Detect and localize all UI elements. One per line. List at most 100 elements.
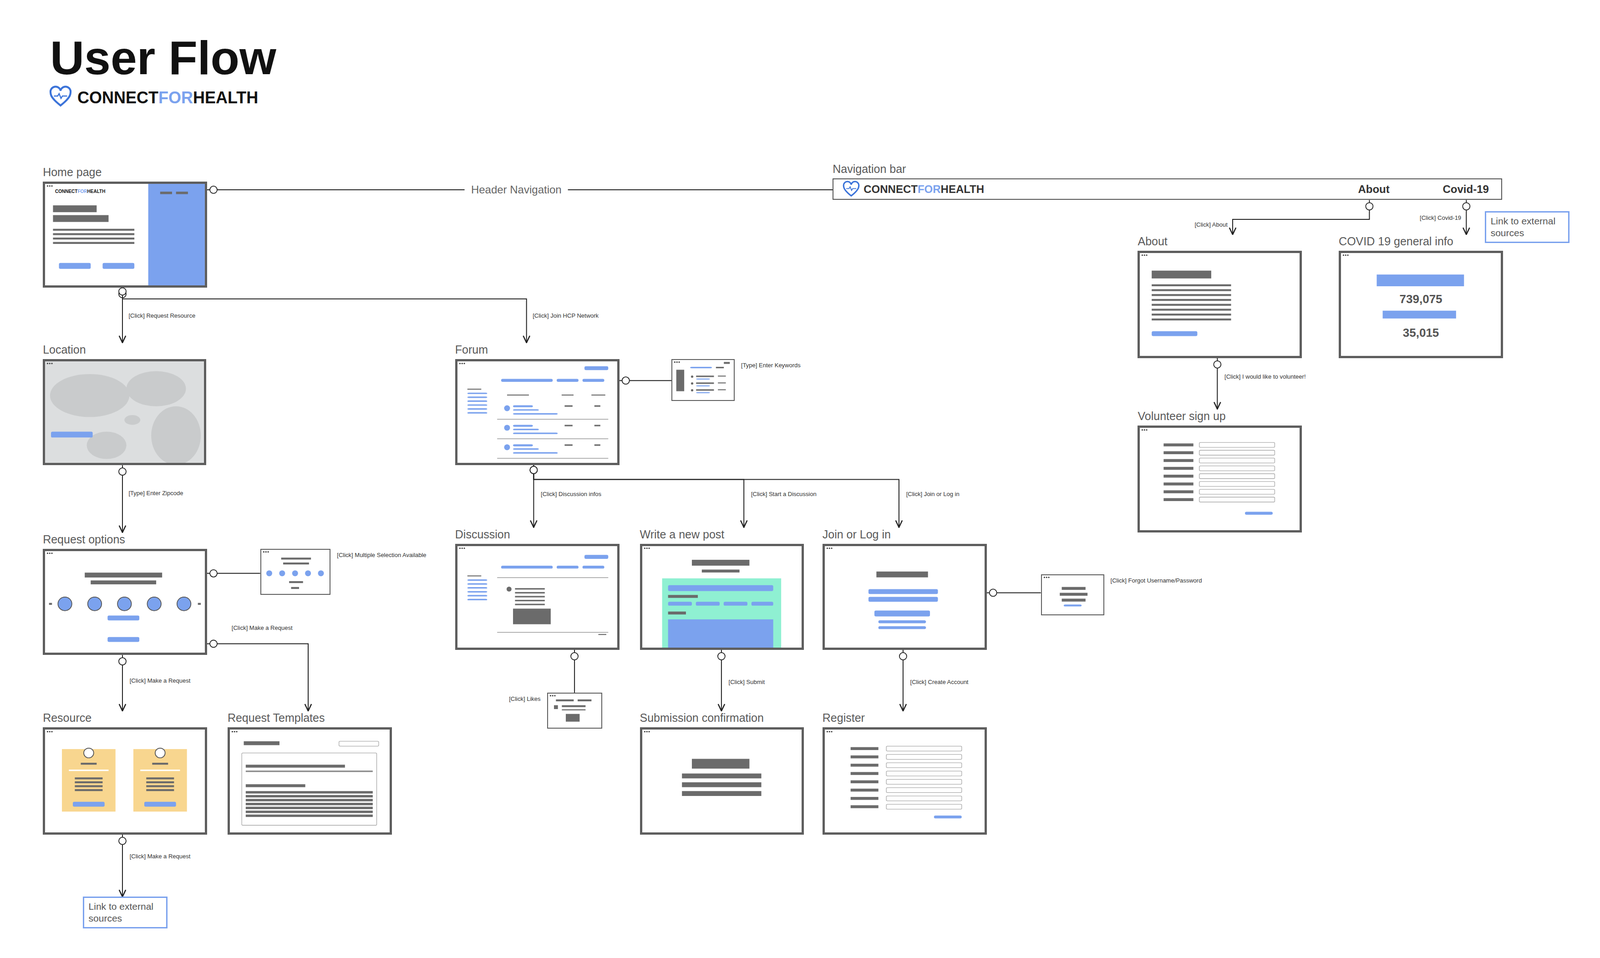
wire-bar	[850, 805, 879, 809]
wire-field	[886, 771, 962, 777]
wire-bar	[582, 379, 605, 382]
wire-bar	[723, 601, 747, 606]
wire-bar	[695, 382, 714, 384]
edge-label: [Click] Create Account	[910, 678, 969, 686]
wire-bar	[513, 448, 539, 450]
screen-title: Submission confirmation	[640, 711, 805, 725]
map-land	[126, 371, 187, 407]
window-dot	[828, 731, 830, 733]
wire-bar	[514, 592, 545, 594]
screen-title: COVID 19 general info	[1338, 234, 1504, 249]
flow-start-dot	[118, 837, 127, 845]
wire-bar	[467, 579, 488, 581]
popup-frame	[671, 359, 735, 402]
screen-node: Request Templates	[227, 711, 392, 835]
window-dot	[1146, 254, 1148, 257]
screen-node: Navigation barCONNECTFORHEALTHAboutCovid…	[832, 162, 1503, 200]
screen-node: Home page	[42, 165, 208, 288]
wire-bar	[1163, 497, 1194, 501]
wire-bar	[68, 769, 109, 772]
window-dot	[459, 362, 461, 365]
wire-bar	[75, 781, 103, 784]
wire-bar	[1152, 314, 1232, 316]
wire-bar	[53, 233, 135, 235]
wire-bar	[1163, 443, 1194, 447]
wire-bar	[667, 601, 692, 606]
wireframe-sketch	[1139, 253, 1300, 356]
window-dot	[51, 552, 53, 554]
wire-field	[886, 796, 962, 802]
wire-bar	[280, 557, 311, 560]
wireframe-sketch	[45, 361, 204, 463]
wire-bar	[148, 183, 205, 286]
edge-label: [Click] Join or Log in	[906, 490, 960, 498]
window-dot	[1345, 254, 1347, 257]
window-dot	[1045, 576, 1047, 579]
wire-bar	[50, 431, 93, 438]
wire-bar	[245, 799, 373, 802]
wire-bar	[467, 583, 488, 585]
screen-node: Join or Log in	[822, 527, 987, 651]
wire-bar	[467, 412, 488, 414]
window-dot	[235, 731, 238, 733]
wire-bar	[676, 370, 685, 392]
wire-bar	[513, 428, 539, 431]
window-dot	[233, 731, 235, 733]
wire-bar	[555, 699, 574, 702]
screen-frame	[822, 543, 987, 651]
screen-title: Resource	[42, 711, 208, 725]
screen-title: Request Templates	[227, 711, 392, 725]
edge-label: [Click] Start a Discussion	[751, 490, 817, 498]
screen-node: Location	[42, 342, 207, 466]
screen-node: Volunteer sign up	[1137, 409, 1302, 533]
wire-bar	[850, 797, 879, 800]
window-dot	[49, 185, 51, 187]
wire-bar	[467, 396, 488, 398]
wire-bar	[681, 791, 762, 797]
wire-bar	[1376, 274, 1465, 287]
wire-bar	[144, 802, 177, 808]
wire-bar	[690, 366, 712, 369]
flow-start-dot	[118, 657, 127, 666]
flow-connector	[207, 644, 309, 712]
wire-bar	[717, 375, 726, 377]
window-dot	[262, 551, 265, 553]
wire-bar	[1152, 294, 1232, 297]
nav-logo-text: CONNECTFORHEALTH	[863, 179, 985, 199]
screen-node: [Type] Enter Keywords	[671, 359, 735, 402]
wire-bar	[667, 611, 686, 615]
wire-bar	[107, 615, 140, 621]
wire-bar	[564, 444, 573, 446]
wire-bar	[467, 388, 482, 390]
wire-bar	[1382, 310, 1457, 319]
flow-start-dot	[529, 466, 538, 474]
wire-bar	[1163, 474, 1194, 478]
wire-bar	[245, 765, 346, 768]
heart-pulse	[846, 187, 857, 191]
wire-bar	[751, 601, 773, 606]
wire-bar	[695, 378, 710, 380]
wire-bar	[497, 419, 609, 420]
screen-title: Register	[822, 711, 987, 725]
map-land	[50, 374, 130, 417]
wire-bar	[717, 389, 726, 391]
wire-bar	[102, 263, 135, 270]
edge-label: [Click] Discussion infos	[540, 490, 602, 498]
wire-bar	[514, 599, 545, 602]
wire-bar	[934, 815, 962, 819]
logo-text: CONNECTFORHEALTH	[55, 188, 106, 195]
map-land	[124, 415, 141, 425]
window-dot	[1141, 254, 1143, 257]
wireframe-sketch	[824, 729, 985, 833]
wire-bar	[594, 444, 601, 446]
flow-start-dot	[118, 287, 127, 295]
flow-connector	[533, 465, 900, 528]
flow-start-dot	[717, 652, 726, 661]
wire-field	[1199, 481, 1275, 487]
wire-bar	[467, 392, 488, 395]
wire-field	[1199, 465, 1275, 471]
logo-part: FOR	[77, 188, 87, 194]
wireframe-sketch	[229, 729, 390, 833]
screen-node: [Click] Forgot Username/Password	[1041, 574, 1105, 616]
wire-field	[886, 779, 962, 785]
